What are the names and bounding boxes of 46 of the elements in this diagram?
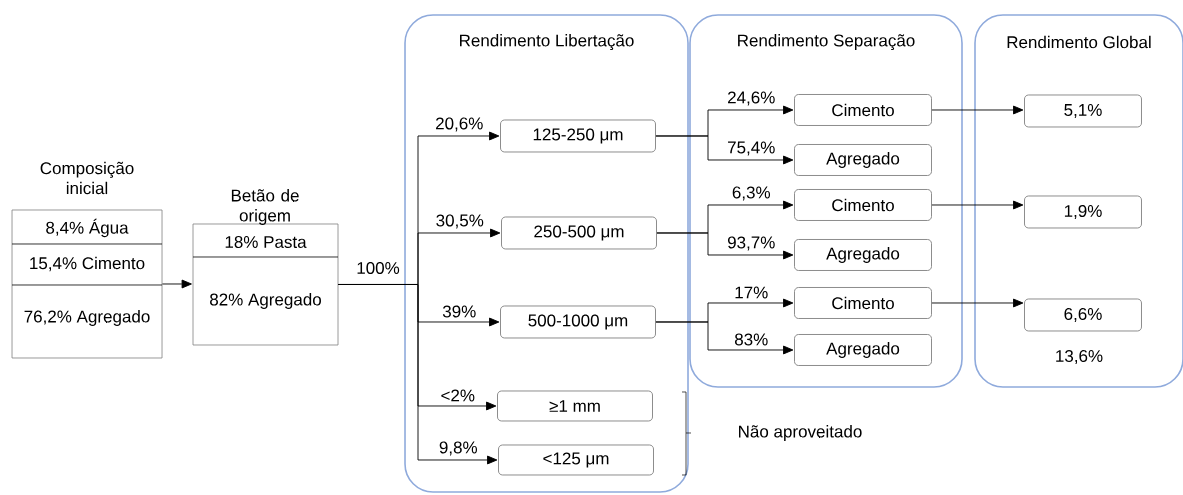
process-box: 250-500 μm bbox=[501, 216, 657, 250]
process-box: Agregado bbox=[794, 334, 932, 366]
panel-heading: Rendimento Libertação bbox=[460, 34, 634, 50]
process-box: Cimento bbox=[794, 287, 932, 319]
process-box: ≥1 mm bbox=[497, 390, 653, 422]
arrow bbox=[655, 321, 794, 355]
process-box: <125 μm bbox=[498, 444, 654, 476]
edge-label: 24,6% bbox=[728, 91, 775, 106]
process-box: 5,1% bbox=[1024, 94, 1142, 128]
process-box: Cimento bbox=[794, 94, 932, 126]
table-heading: Betão de origem bbox=[231, 189, 299, 225]
edge-label: 83% bbox=[735, 333, 768, 346]
arrow bbox=[161, 279, 192, 289]
edge-label: 9,8% bbox=[439, 441, 477, 456]
process-box: 6,6% bbox=[1024, 298, 1142, 332]
panel-heading: Rendimento Global bbox=[1007, 35, 1151, 49]
arrow bbox=[931, 200, 1024, 210]
note-text: Não aproveitado bbox=[739, 425, 862, 441]
table-row: 15,4% Cimento bbox=[30, 256, 145, 272]
arrow bbox=[931, 298, 1024, 308]
edge-label: 75,4% bbox=[728, 141, 775, 156]
arrow bbox=[655, 135, 794, 165]
table-heading: Composição inicial bbox=[40, 161, 134, 195]
process-box: 500-1000 μm bbox=[500, 305, 656, 339]
edge-label: 17% bbox=[735, 286, 768, 299]
edge-label: 20,6% bbox=[436, 117, 483, 132]
arrow bbox=[337, 284, 498, 465]
process-box: Agregado bbox=[794, 144, 932, 176]
process-box: Agregado bbox=[794, 239, 932, 271]
process-box: 125-250 μm bbox=[500, 119, 656, 153]
table-row: 18% Pasta bbox=[225, 235, 307, 248]
edge-label: 39% bbox=[442, 305, 476, 318]
process-box: 1,9% bbox=[1024, 195, 1142, 229]
table-row: 76,2% Agregado bbox=[24, 310, 150, 326]
arrow bbox=[656, 232, 794, 260]
panel-heading: Rendimento Separação bbox=[738, 34, 915, 50]
process-box: Cimento bbox=[794, 189, 932, 221]
table-row: 8,4% Água bbox=[46, 218, 129, 238]
edge-label: 30,5% bbox=[436, 214, 484, 229]
edge-label: 6,3% bbox=[732, 186, 770, 201]
edge-label: <2% bbox=[441, 389, 475, 402]
arrow bbox=[931, 105, 1024, 115]
table-row: 82% Agregado bbox=[210, 293, 321, 309]
edge-label: 93,7% bbox=[727, 236, 775, 251]
total-value: 13,6% bbox=[1056, 349, 1103, 364]
flow-percentage: 100% bbox=[357, 261, 400, 274]
